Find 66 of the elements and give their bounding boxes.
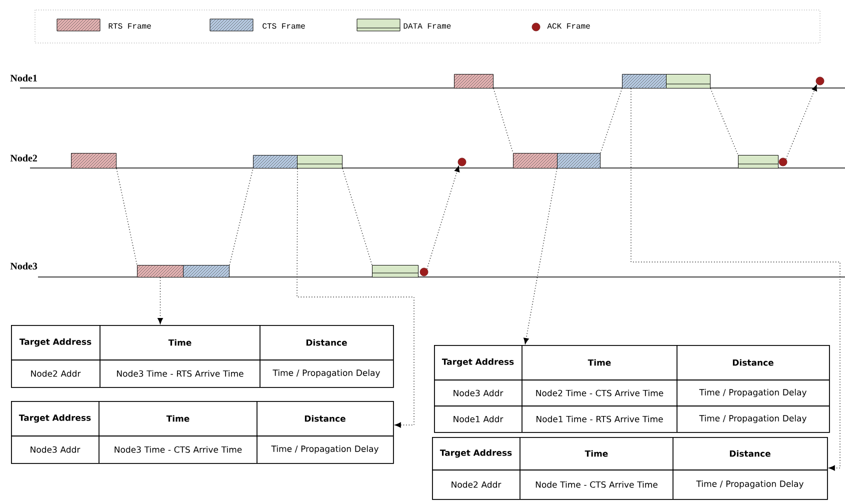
column-header: Distance: [306, 339, 347, 346]
arrow: [524, 168, 558, 344]
column-header: Target Address: [19, 338, 92, 347]
table-text: Node2 Addr: [31, 370, 81, 377]
table-text: Time / Propagation Delay: [271, 445, 379, 454]
data-frame: [666, 74, 710, 88]
table-text: Node3 Addr: [454, 390, 504, 396]
column-header: Time: [166, 415, 190, 422]
data-frame: [296, 155, 342, 168]
node-label: Node2: [10, 154, 37, 162]
table-text: Node3 Time - CTS Arrive Time: [114, 446, 242, 453]
table-text: Time / Propagation Delay: [699, 388, 807, 398]
table-text: Node3 Time - RTS Arrive Time: [117, 370, 244, 377]
rts-frame: [137, 265, 184, 278]
node-label: Node1: [10, 74, 37, 82]
column-header: Time: [584, 450, 608, 457]
table-text: Node2 Time - CTS Arrive Time: [536, 390, 664, 396]
legend-text: CTS Frame: [262, 23, 305, 29]
connector-line: [116, 168, 138, 266]
column-header: Target Address: [442, 358, 514, 367]
table: [10, 400, 394, 464]
cts-frame: [253, 155, 298, 168]
legend-text: ACK Frame: [547, 23, 590, 29]
cts-frame: [183, 265, 230, 278]
ack-dot: [816, 76, 824, 86]
table-text: Time / Propagation Delay: [272, 369, 380, 378]
arrow: [158, 277, 163, 324]
rts-frame: [513, 153, 558, 168]
cts-frame: [622, 74, 666, 88]
table-text: Node1 Time - RTS Arrive Time: [536, 416, 663, 422]
table: [432, 436, 828, 500]
connector-line: [493, 88, 514, 154]
table-text: Time / Propagation Delay: [696, 480, 804, 489]
connector-line: [342, 168, 372, 266]
table-text: Node1 Addr: [454, 416, 504, 422]
arrow: [426, 166, 460, 270]
ack-dot: [778, 158, 788, 166]
table-text: Time / Propagation Delay: [699, 414, 807, 424]
legend-text: RTS Frame: [108, 23, 151, 29]
table-text: Node Time - CTS Arrive Time: [536, 481, 658, 488]
table-text: Node3 Addr: [30, 446, 80, 453]
arrow: [786, 84, 817, 160]
column-header: Distance: [732, 359, 774, 366]
data-frame: [738, 155, 778, 168]
rts-frame: [71, 153, 116, 168]
column-header: Distance: [304, 415, 346, 422]
ack-dot: [458, 158, 466, 166]
table: [10, 324, 394, 388]
arrow: [296, 168, 414, 428]
data-frame: [372, 265, 418, 278]
table: [434, 344, 830, 433]
legend-text: DATA Frame: [404, 23, 451, 29]
connector-line: [229, 168, 254, 266]
arrow: [630, 88, 840, 471]
table-text: Node2 Addr: [452, 481, 502, 488]
node-label: Node3: [10, 262, 38, 270]
rts-frame: [454, 74, 494, 88]
connector-line: [600, 88, 622, 154]
cts-frame: [557, 153, 600, 168]
column-header: Time: [168, 339, 192, 346]
ack-dot: [420, 268, 428, 276]
column-header: Time: [588, 359, 611, 366]
column-header: Distance: [730, 450, 770, 457]
connector-line: [710, 88, 738, 156]
column-header: Target Address: [18, 414, 91, 423]
column-header: Target Address: [440, 449, 512, 458]
